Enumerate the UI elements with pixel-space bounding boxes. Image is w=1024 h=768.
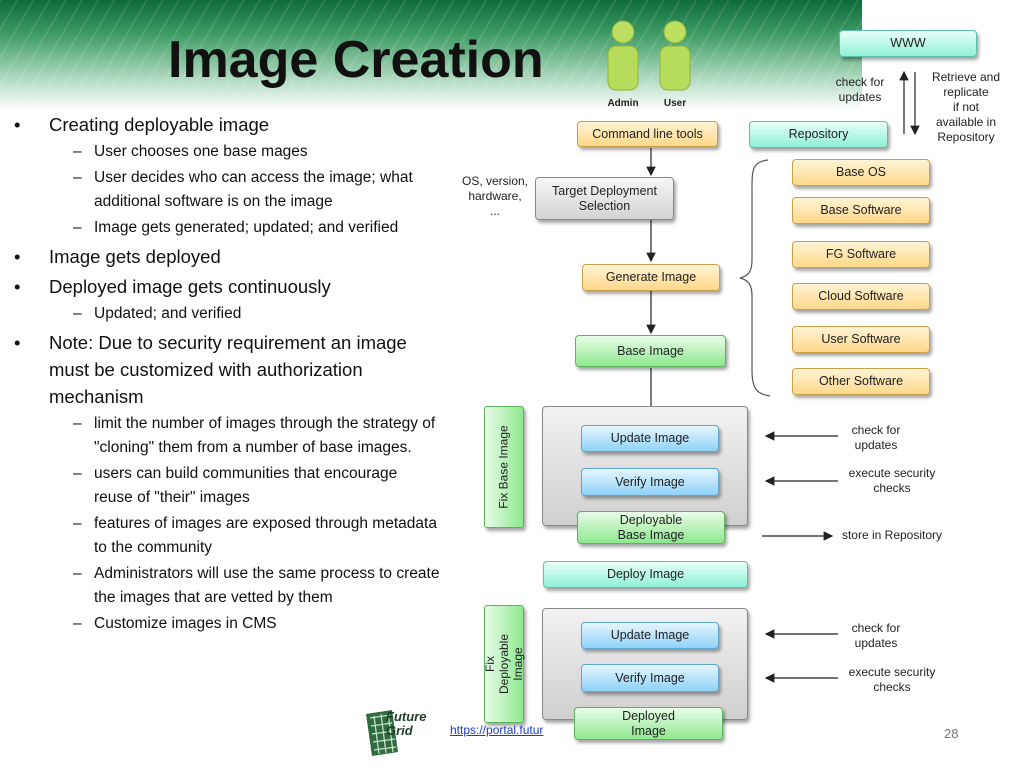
bullet-marker: – bbox=[73, 169, 82, 186]
base-image-box: Base Image bbox=[575, 335, 726, 367]
page-number: 28 bbox=[944, 726, 959, 741]
bullet-item: –User decides who can access the image; … bbox=[0, 166, 440, 214]
logo-text: Future Grid bbox=[386, 709, 427, 738]
bullet-item: –Image gets generated; updated; and veri… bbox=[0, 216, 440, 240]
deployed-image-box: Deployed Image bbox=[574, 707, 723, 740]
bullet-text: Deployed image gets continuously bbox=[49, 276, 331, 297]
repository-box: Repository bbox=[749, 121, 888, 148]
generate-image-box: Generate Image bbox=[582, 264, 720, 291]
bullet-item: –User chooses one base mages bbox=[0, 140, 440, 164]
bullet-marker: – bbox=[73, 565, 82, 582]
bullet-marker: – bbox=[73, 305, 82, 322]
bullet-text: Customize images in CMS bbox=[94, 615, 277, 632]
fix-deployable-image-box: Fix Deployable Image bbox=[483, 605, 525, 723]
software-box: Other Software bbox=[792, 368, 930, 395]
bullet-marker: – bbox=[73, 143, 82, 160]
bullet-item: • Image gets deployed bbox=[0, 243, 440, 270]
bullet-item: • Creating deployable image bbox=[0, 111, 440, 138]
software-box: Base OS bbox=[792, 159, 930, 186]
bullet-text: Note: Due to security requirement an ima… bbox=[49, 332, 407, 407]
user-label: User bbox=[663, 98, 687, 109]
bullet-text: features of images are exposed through m… bbox=[94, 515, 437, 556]
header-background bbox=[0, 0, 862, 110]
update-image-box-2: Update Image bbox=[581, 622, 719, 649]
futuregrid-logo bbox=[366, 710, 398, 756]
bullet-text: Updated; and verified bbox=[94, 305, 242, 322]
bullet-marker: – bbox=[73, 219, 82, 236]
verify-image-box-2: Verify Image bbox=[581, 664, 719, 692]
update-image-box-1: Update Image bbox=[581, 425, 719, 452]
bullet-marker: • bbox=[14, 276, 21, 297]
bullet-list: •Creating deployable image–User chooses … bbox=[0, 108, 440, 636]
bullet-text: users can build communities that encoura… bbox=[94, 465, 398, 506]
software-box: Cloud Software bbox=[792, 283, 930, 310]
bullet-marker: – bbox=[73, 465, 82, 482]
page-title: Image Creation bbox=[168, 31, 544, 89]
target-deployment-box: Target Deployment Selection bbox=[535, 177, 674, 220]
bullet-item: –limit the number of images through the … bbox=[0, 412, 440, 460]
software-box: FG Software bbox=[792, 241, 930, 268]
bullet-marker: – bbox=[73, 415, 82, 432]
admin-icon bbox=[607, 20, 639, 91]
bullet-item: –features of images are exposed through … bbox=[0, 512, 440, 560]
bullet-text: User decides who can access the image; w… bbox=[94, 169, 413, 210]
deployable-base-image-box: Deployable Base Image bbox=[577, 511, 725, 544]
bullet-text: limit the number of images through the s… bbox=[94, 415, 436, 456]
bullet-text: Image gets generated; updated; and verif… bbox=[94, 219, 399, 236]
os-version-note: OS, version, hardware, ... bbox=[461, 174, 529, 218]
check-updates-top-note: check for updates bbox=[835, 75, 885, 104]
check-updates-note-1: check for updates bbox=[851, 423, 901, 452]
execute-security-note-2: execute security checks bbox=[848, 665, 936, 694]
bullet-item: • Deployed image gets continuously bbox=[0, 273, 440, 300]
www-box: WWW bbox=[839, 30, 977, 57]
fix-deployable-image-label: Fix Deployable Image bbox=[483, 633, 525, 695]
retrieve-replicate-note: Retrieve and replicate if not available … bbox=[931, 70, 1001, 144]
bullet-text: Creating deployable image bbox=[49, 114, 270, 135]
bullet-item: –users can build communities that encour… bbox=[0, 462, 440, 510]
software-box: User Software bbox=[792, 326, 930, 353]
store-repository-note: store in Repository bbox=[841, 528, 943, 542]
software-box: Base Software bbox=[792, 197, 930, 224]
bullet-marker: – bbox=[73, 515, 82, 532]
bullet-marker: • bbox=[14, 114, 21, 135]
bullet-item: –Updated; and verified bbox=[0, 302, 440, 326]
bullet-marker: • bbox=[14, 246, 21, 267]
bullet-item: • Note: Due to security requirement an im… bbox=[0, 329, 440, 410]
portal-link[interactable]: https://portal.futur bbox=[450, 723, 544, 737]
deploy-image-box: Deploy Image bbox=[543, 561, 748, 588]
bullet-text: User chooses one base mages bbox=[94, 143, 308, 160]
user-icon bbox=[659, 20, 691, 91]
bullet-text: Administrators will use the same process… bbox=[94, 565, 440, 606]
fix-base-image-box: Fix Base Image bbox=[484, 406, 524, 528]
fix-base-image-panel bbox=[542, 406, 748, 526]
fix-base-image-label: Fix Base Image bbox=[497, 425, 511, 509]
bullet-text: Image gets deployed bbox=[49, 246, 221, 267]
admin-label: Admin bbox=[607, 98, 639, 109]
bullet-item: –Customize images in CMS bbox=[0, 612, 440, 636]
check-updates-note-2: check for updates bbox=[851, 621, 901, 650]
bullet-marker: – bbox=[73, 615, 82, 632]
command-line-tools-box: Command line tools bbox=[577, 121, 718, 147]
bullet-marker: • bbox=[14, 332, 21, 353]
verify-image-box-1: Verify Image bbox=[581, 468, 719, 496]
execute-security-note-1: execute security checks bbox=[848, 466, 936, 495]
bullet-item: –Administrators will use the same proces… bbox=[0, 562, 440, 610]
